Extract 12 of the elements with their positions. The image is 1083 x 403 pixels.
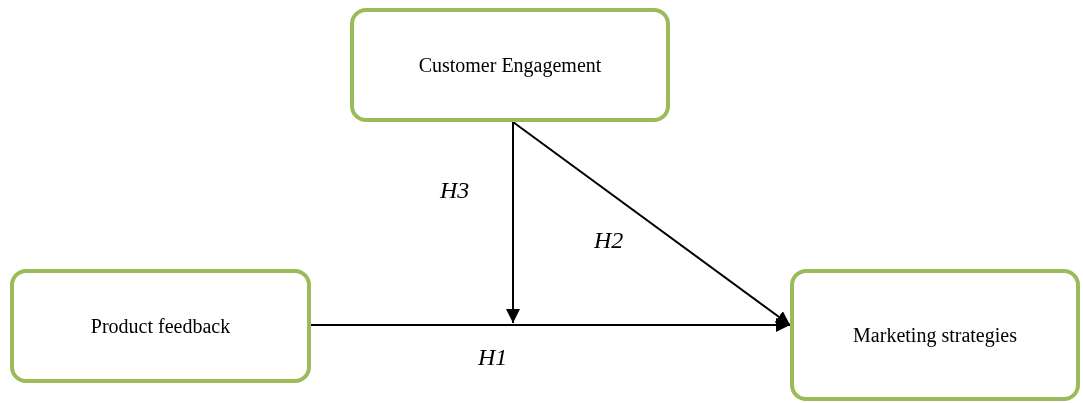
box-label: Marketing strategies — [853, 323, 1017, 349]
arrow — [310, 318, 791, 332]
arrow — [512, 121, 791, 326]
rounded-box — [790, 269, 1080, 401]
edge-label: H3 — [440, 178, 470, 202]
arrow — [506, 121, 520, 324]
rounded-box — [350, 8, 670, 122]
box-label: Product feedback — [90, 314, 231, 339]
edge-label: H2 — [594, 228, 624, 252]
rounded-box — [10, 269, 311, 383]
box-label: Customer Engagement — [418, 53, 602, 79]
edge-label: H1 — [478, 345, 508, 369]
